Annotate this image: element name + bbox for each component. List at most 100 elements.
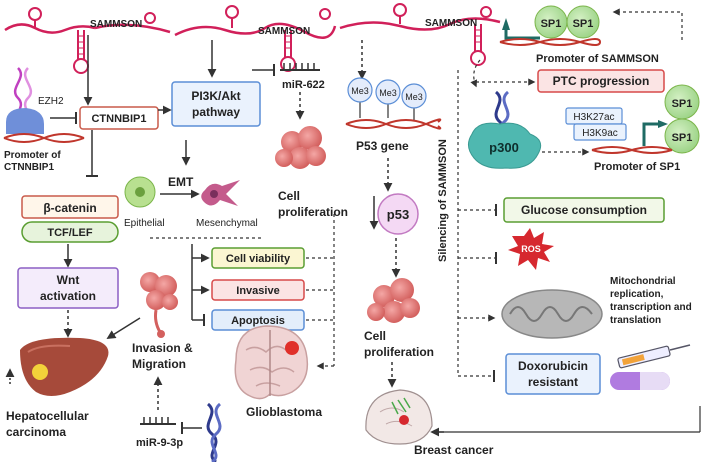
h3k27ac-label: H3K27ac [573, 112, 614, 123]
glucose-consumption-box [503, 197, 665, 223]
cell-viability-label: Cell viability [226, 253, 291, 265]
mito-label-line1: Mitochondrial [610, 276, 676, 287]
promoter-sammson-label: Promoter of SAMMSON [536, 53, 659, 65]
ezh2-label: EZH2 [38, 96, 64, 107]
ctnnbip1-label: CTNNBIP1 [91, 113, 146, 125]
promoter-sp1-label: Promoter of SP1 [594, 161, 680, 173]
p300-label: p300 [489, 140, 519, 155]
dox-label-line2: resistant [528, 375, 578, 389]
promoter-ctnnbip1-line2: CTNNBIP1 [4, 162, 54, 173]
p53-gene-dna [345, 118, 442, 130]
tcf-lef-box [21, 221, 119, 243]
dox-label-line1: Doxorubicin [518, 359, 588, 373]
ros-burst-icon [508, 228, 554, 270]
liver-icon [20, 337, 109, 396]
wnt-label-line2: activation [40, 289, 96, 303]
mir93p-rna-icon [140, 417, 176, 425]
emt-label: EMT [168, 175, 194, 189]
cell-prolif-brain-line2: proliferation [278, 205, 348, 219]
invasion-label-line1: Invasion & [132, 341, 193, 355]
sp1-label-1: SP1 [541, 18, 562, 30]
ros-label: ROS [521, 244, 541, 254]
me3-label-2: Me3 [379, 88, 397, 98]
beta-catenin-box [21, 195, 119, 219]
sammson-label-right: SAMMSON [425, 18, 477, 29]
sammson-rna-middle [174, 5, 337, 72]
hcc-label-line2: carcinoma [6, 425, 66, 439]
p53-gene-label: P53 gene [356, 139, 409, 153]
mir622-rna-icon [280, 63, 320, 71]
mitochondria-icon [501, 289, 603, 339]
arrow-sp1-to-promoter [612, 8, 683, 40]
ptc-progression-label: PTC progression [553, 74, 650, 88]
p300-protein [468, 122, 542, 169]
me3-label-1: Me3 [351, 86, 369, 96]
rna-rungs-left [78, 35, 84, 55]
doxorubicin-box [505, 353, 601, 395]
ptc-progression-box [537, 69, 665, 93]
pill-capsule-icon [610, 372, 670, 390]
promoter-ctnnbip1-line1: Promoter of [4, 150, 61, 161]
mesenchymal-cell-icon [201, 180, 240, 206]
ezh2-protein [6, 108, 44, 134]
sammson-rna-left [4, 7, 171, 74]
mir93p-label: miR-9-3p [136, 437, 183, 449]
epithelial-label: Epithelial [124, 218, 165, 229]
promoter-dna-ctnnbip1 [3, 133, 85, 143]
proliferating-cells-breast [367, 278, 420, 323]
pi3k-label-line1: PI3K/Akt [191, 89, 240, 103]
sp1-bubble-2 [566, 5, 600, 39]
wnt-label-line1: Wnt [57, 273, 80, 287]
breast-cancer-label: Breast cancer [414, 443, 494, 457]
silencing-label: Silencing of SAMMSON [437, 139, 449, 262]
beta-catenin-label: β-catenin [43, 201, 96, 215]
mir622-label: miR-622 [282, 79, 325, 91]
invasive-box [211, 279, 305, 301]
sp1-label-2: SP1 [573, 18, 594, 30]
me3-label-3: Me3 [405, 92, 423, 102]
me3-markers [347, 77, 427, 120]
sammson-rna-right [339, 3, 501, 66]
wnt-activation-box [17, 267, 119, 309]
invasive-label: Invasive [236, 285, 279, 297]
glucose-label: Glucose consumption [521, 203, 647, 217]
p53-label: p53 [387, 207, 409, 222]
promoter-dna-sp1 [591, 146, 673, 154]
mesenchymal-label: Mesenchymal [196, 218, 258, 229]
pi3k-akt-box [171, 81, 261, 127]
mito-label-line3: transcription and [610, 302, 692, 313]
cell-prolif-breast-line2: proliferation [364, 345, 434, 359]
dna-helix-lower [206, 402, 222, 464]
pi3k-label-line2: pathway [192, 105, 240, 119]
p53-protein [377, 193, 419, 235]
epithelial-cell-icon [124, 176, 156, 208]
apoptosis-label: Apoptosis [231, 315, 285, 327]
h3k9ac-box [573, 123, 627, 141]
cell-viability-box [211, 247, 305, 269]
sammson-label-middle: SAMMSON [258, 26, 310, 37]
sp1-label-3: SP1 [672, 98, 693, 110]
hcc-label-line1: Hepatocellular [6, 409, 89, 423]
sammson-label-left: SAMMSON [90, 19, 142, 30]
proliferating-cells-top [275, 126, 326, 169]
breast-tissue-icon [365, 389, 433, 445]
promoter-arrow-sp1 [642, 122, 662, 146]
glioblastoma-label: Glioblastoma [246, 405, 322, 419]
tcf-lef-label: TCF/LEF [47, 227, 92, 239]
cell-prolif-brain-line1: Cell [278, 189, 300, 203]
promoter-dna-sammson [499, 38, 601, 46]
ctnnbip1-box [79, 106, 159, 130]
mito-label-line2: replication, [610, 289, 664, 300]
sp1-label-4: SP1 [672, 132, 693, 144]
invasion-label-line2: Migration [132, 357, 186, 371]
h3k9ac-label: H3K9ac [582, 128, 618, 139]
invasion-cells-icon [140, 272, 178, 338]
syringe-icon [617, 344, 691, 369]
glioblastoma-brain-icon [234, 325, 309, 400]
mito-label-line4: translation [610, 315, 661, 326]
sp1-bubble-4 [664, 118, 700, 154]
arrow-invasion-to-liver [106, 317, 141, 339]
cell-prolif-breast-line1: Cell [364, 329, 386, 343]
